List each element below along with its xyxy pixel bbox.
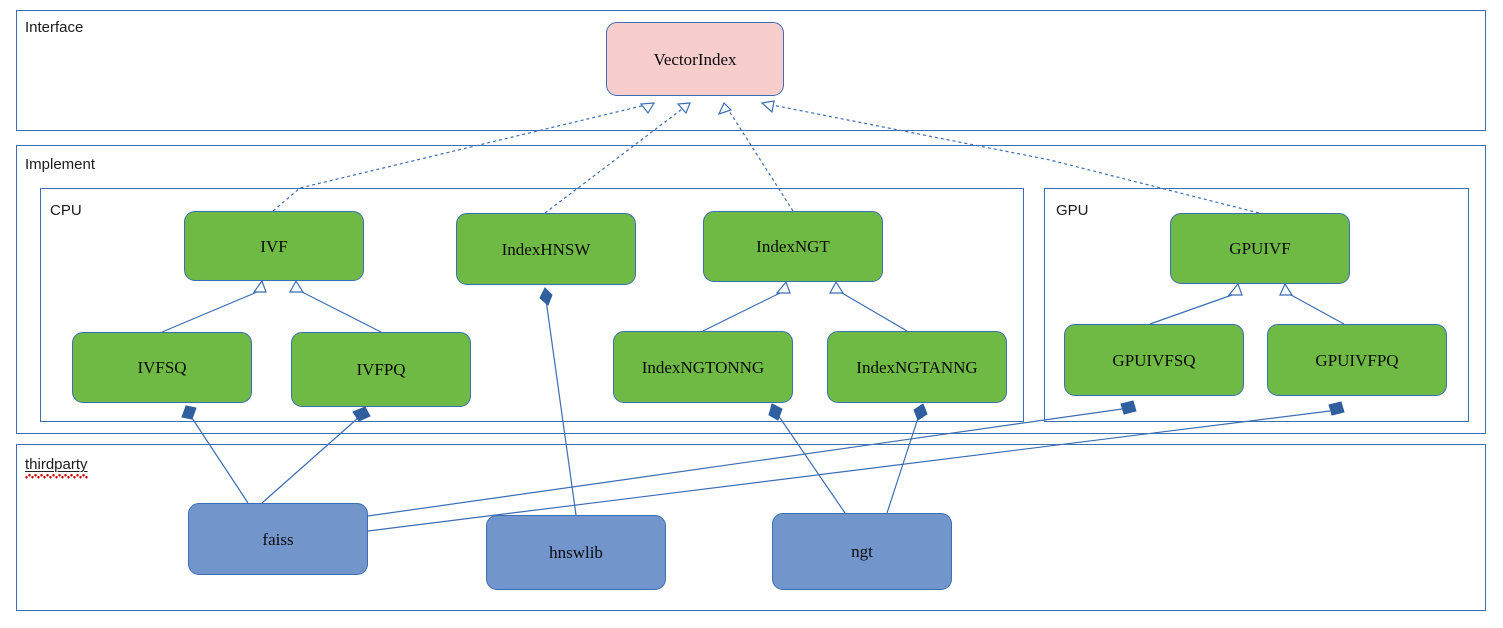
panel-implement bbox=[16, 145, 1486, 434]
edge-ngt-to-indexngtonng bbox=[768, 403, 846, 514]
edge-faiss-to-gpuivfsq bbox=[367, 400, 1137, 517]
class-node-vectorindex[interactable]: VectorIndex bbox=[606, 22, 784, 96]
edge-hnswlib-to-indexhnsw bbox=[539, 287, 577, 516]
edge-gpuivfpq-to-gpuivf bbox=[1279, 282, 1345, 325]
edge-ngt-to-indexngtanng bbox=[886, 403, 928, 514]
edge-gpuivfsq-to-gpuivf bbox=[1149, 282, 1243, 325]
class-node-indexngt[interactable]: IndexNGT bbox=[703, 211, 883, 282]
class-node-ivfsq[interactable]: IVFSQ bbox=[72, 332, 252, 403]
panel-title-thirdparty-text: thirdparty bbox=[25, 456, 88, 473]
edge-indexngtanng-to-indexngt bbox=[828, 280, 908, 332]
edge-indexhnsw-to-vectorindex bbox=[544, 102, 691, 214]
edge-gpuivf-to-vectorindex bbox=[760, 100, 1260, 214]
panel-title-interface: Interface bbox=[25, 19, 84, 36]
panel-title-gpu: GPU bbox=[1056, 202, 1089, 219]
panel-thirdparty bbox=[16, 444, 1486, 611]
class-node-ivfpq[interactable]: IVFPQ bbox=[291, 332, 471, 407]
class-node-indexhnsw[interactable]: IndexHNSW bbox=[456, 213, 636, 285]
panel-title-implement: Implement bbox=[25, 156, 96, 173]
class-node-ivf[interactable]: IVF bbox=[184, 211, 364, 281]
class-node-hnswlib[interactable]: hnswlib bbox=[486, 515, 666, 590]
class-node-faiss[interactable]: faiss bbox=[188, 503, 368, 575]
edge-faiss-to-gpuivfpq bbox=[367, 401, 1345, 532]
edge-ivf-to-vectorindex bbox=[272, 102, 656, 212]
panel-title-cpu: CPU bbox=[50, 202, 82, 219]
class-node-ngt[interactable]: ngt bbox=[772, 513, 952, 590]
edge-faiss-to-ivfpq bbox=[261, 406, 371, 504]
edge-faiss-to-ivfsq bbox=[181, 405, 249, 504]
class-node-gpuivf[interactable]: GPUIVF bbox=[1170, 213, 1350, 284]
panel-interface bbox=[16, 10, 1486, 131]
class-node-gpuivfsq[interactable]: GPUIVFSQ bbox=[1064, 324, 1244, 396]
edge-indexngt-to-vectorindex bbox=[717, 101, 794, 212]
edge-indexngtonng-to-indexngt bbox=[702, 280, 791, 332]
spellcheck-squiggle bbox=[25, 474, 88, 479]
class-node-indexngtonng[interactable]: IndexNGTONNG bbox=[613, 331, 793, 403]
panel-cpu bbox=[40, 188, 1024, 422]
class-node-gpuivfpq[interactable]: GPUIVFPQ bbox=[1267, 324, 1447, 396]
panel-gpu bbox=[1044, 188, 1469, 422]
panel-title-thirdparty: thirdparty bbox=[25, 456, 88, 479]
class-node-indexngtanng[interactable]: IndexNGTANNG bbox=[827, 331, 1007, 403]
edge-ivfsq-to-ivf bbox=[161, 279, 267, 333]
edge-ivfpq-to-ivf bbox=[288, 279, 382, 333]
